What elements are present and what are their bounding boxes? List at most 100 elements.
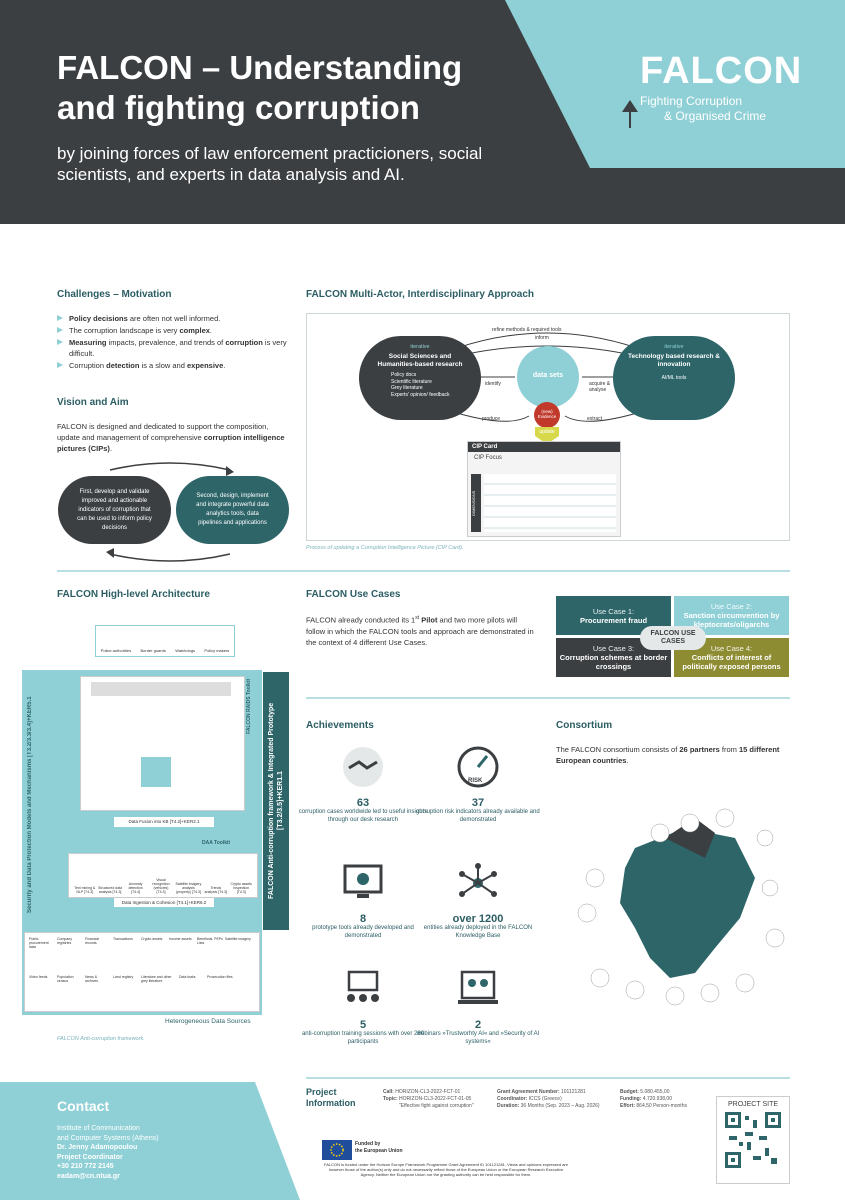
achievement-webinars: 2 webinars »Trustworhty AI« and »Securit… <box>413 968 543 1046</box>
achievement-entities: over 1200 entities already deployed in t… <box>413 862 543 940</box>
achievement-indicators: RISK 37 corruption risk indicators alrea… <box>413 746 543 824</box>
ssh-items: Policy docs Scientific literature Grey l… <box>371 372 469 398</box>
consortium-heading: Consortium <box>556 720 613 731</box>
contact-name: Dr. Jenny Adamopoulou <box>57 1144 138 1151</box>
use-case-2: Use Case 2:Sanction circumvention by kle… <box>674 596 789 635</box>
use-case-number: Use Case 1: <box>592 606 635 616</box>
section-divider <box>306 697 790 699</box>
data-sets-node: data sets <box>532 372 564 379</box>
daa-tool: Visual recognition (vehicles) [T4.3] <box>152 878 170 894</box>
contact-phone[interactable]: +30 210 772 2145 <box>57 1163 114 1170</box>
falcon-logo: FALCON Fighting Corruption & Organised C… <box>640 50 802 123</box>
security-label: Security and Data Protection Models and … <box>27 696 33 914</box>
arrow-label-acquire: acquire & analyse <box>589 381 611 393</box>
project-site-label: PROJECT SITE <box>727 1101 779 1108</box>
ssh-item: Grey literature <box>391 385 423 391</box>
user-group: Police authorities <box>100 648 132 653</box>
raids-bar <box>91 682 231 696</box>
architecture-diagram: Security and Data Protection Models and … <box>22 670 262 1015</box>
achievement-number: 2 <box>474 1019 482 1031</box>
ssh-item: Experts' opinion/ feedback <box>391 391 450 398</box>
achievement-tools: 8 prototype tools already developed and … <box>298 862 428 940</box>
use-case-number: Use Case 3: <box>592 644 635 653</box>
arrow-label-refine: refine methods & required tools <box>492 327 562 333</box>
achievement-label: prototype tools already developed and de… <box>312 925 414 939</box>
data-source: Satellite imagery <box>225 937 251 941</box>
approach-diagram-svg <box>446 332 648 444</box>
data-source: Population census <box>57 975 74 983</box>
use-case-title: Corruption schemes at border crossings <box>559 653 668 671</box>
ingestion-box: Data Ingestion & Cohesion [T4.1]+KER6.2 <box>114 898 214 907</box>
eu-stars <box>330 1143 344 1157</box>
data-source: Literature and other grey literature <box>141 975 172 983</box>
user-group: Policy makers <box>204 648 230 653</box>
daa-tool: Anomaly detection [T4.4] <box>128 882 143 894</box>
vision-text: FALCON is designed and dedicated to supp… <box>57 422 285 453</box>
daa-tool: Trends analysis [T4.3] <box>204 886 228 894</box>
ssh-research-node: iterative Social Sciences and Humanities… <box>359 336 481 420</box>
dimensions-label: DIMENSIONS <box>471 474 481 532</box>
data-source: Income assets <box>169 937 192 941</box>
challenge-item: Measuring impacts, prevalence, and trend… <box>57 337 289 359</box>
achievement-label: webinars »Trustworhty AI« and »Security … <box>416 1031 540 1045</box>
achievement-trainings: 5 anti-corruption training sessions with… <box>298 968 428 1046</box>
data-source: News & archives <box>85 975 99 983</box>
project-topic: Topic: HORIZON-CL3-2022-FCT-01-05"Effect… <box>383 1096 474 1109</box>
logo-wordmark: FALCON <box>640 50 803 92</box>
use-case-number: Use Case 2: <box>710 602 753 611</box>
cip-card: CIP Card CIP Focus DIMENSIONS <box>467 441 621 537</box>
vision-circle-second: Second, design, implement and integrate … <box>176 476 289 544</box>
contact-institute-2: and Computer Systems (Athens) <box>57 1134 159 1142</box>
eu-flag-icon <box>322 1140 352 1160</box>
achievement-label: corruption risk indicators already avail… <box>416 809 540 823</box>
achievement-number: over 1200 <box>452 913 504 925</box>
achievement-number: 5 <box>359 1019 367 1031</box>
arrow-label-identify: identify <box>485 381 501 387</box>
data-sources: Public procurement data Company registri… <box>24 932 260 1012</box>
use-cases-center-label: FALCON USE CASES <box>640 626 706 650</box>
contact-details: Institute of Communication and Computer … <box>57 1124 159 1181</box>
project-site-card[interactable]: PROJECT SITE <box>716 1096 790 1184</box>
arrow-label-extract: extract <box>587 416 603 422</box>
qr-code-icon[interactable] <box>725 1112 781 1168</box>
arrow-label-inform: inform <box>535 335 549 341</box>
logo-tagline-1: Fighting Corruption <box>640 94 743 108</box>
contact-panel <box>0 1082 300 1200</box>
architecture-caption: FALCON Anti-corruption framework. <box>57 1036 145 1042</box>
challenges-heading: Challenges – Motivation <box>57 289 172 300</box>
header-banner: FALCON – Understanding and fighting corr… <box>0 0 845 224</box>
approach-diagram: iterative Social Sciences and Humanities… <box>306 313 790 541</box>
header-arrows <box>570 100 638 168</box>
data-source: Public procurement data <box>29 937 49 949</box>
risk-label: RISK <box>468 778 483 784</box>
cip-rows <box>484 474 616 532</box>
achievement-label: corruption cases worldwide led to useful… <box>298 809 428 823</box>
project-coordinator: Coordinator: ICCS (Greece) <box>497 1096 562 1102</box>
tech-item: AI/ML tools <box>661 375 687 381</box>
data-source: Financial records <box>85 937 100 945</box>
project-grant: Grant Agreement Number: 101121281 <box>497 1089 586 1095</box>
section-divider <box>57 570 790 572</box>
contact-email[interactable]: eadam@cn.ntua.gr <box>57 1172 120 1180</box>
project-call: Call: HORIZON-CL3-2022-FCT-01 <box>383 1089 461 1095</box>
approach-caption: Process of updating a Corruption Intelli… <box>306 545 464 551</box>
use-case-title: Conflicts of interest of politically exp… <box>682 653 781 671</box>
section-divider <box>306 1077 790 1079</box>
cip-focus-label: CIP Focus <box>474 455 502 461</box>
achievement-number: 8 <box>359 913 367 925</box>
project-effort: Effort: 864,50 Person-months <box>620 1103 687 1109</box>
use-case-title: Sanction circumvention by kleptocrats/ol… <box>683 611 780 629</box>
network-icon <box>459 863 497 897</box>
data-source: Land registry <box>113 975 134 979</box>
training-icon <box>347 970 379 1002</box>
logo-tagline-2: & Organised Crime <box>664 109 767 123</box>
vision-circle-first: First, develop and validate improved and… <box>58 476 171 544</box>
risk-gauge-icon <box>457 746 499 788</box>
challenges-list: Policy decisions are often not well info… <box>57 313 289 372</box>
daa-label: DAA Toolkit <box>202 840 231 846</box>
daa-tool: Structured data analysis [T4.3] <box>98 886 123 894</box>
achievement-number: 63 <box>356 797 370 809</box>
use-case-title: Procurement fraud <box>579 615 648 625</box>
usecases-text: FALCON already conducted its 1st Pilot a… <box>306 615 534 647</box>
